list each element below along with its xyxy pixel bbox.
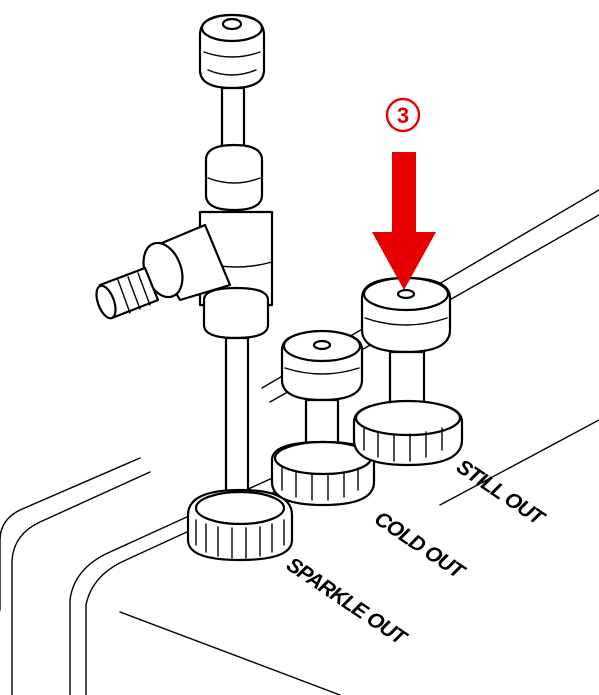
label-sparkle-out: SPARKLE OUT — [282, 553, 412, 651]
still-out-fitting — [352, 276, 464, 467]
step-callout: 3 — [372, 97, 436, 290]
step-number: 3 — [397, 103, 409, 128]
label-still-out: STILL OUT — [452, 455, 550, 531]
label-cold-out: COLD OUT — [370, 507, 470, 585]
cold-out-fitting — [270, 329, 376, 507]
step-number-circle — [385, 97, 421, 133]
down-arrow-icon — [372, 152, 436, 290]
sparkle-tee-assembly — [95, 13, 294, 562]
